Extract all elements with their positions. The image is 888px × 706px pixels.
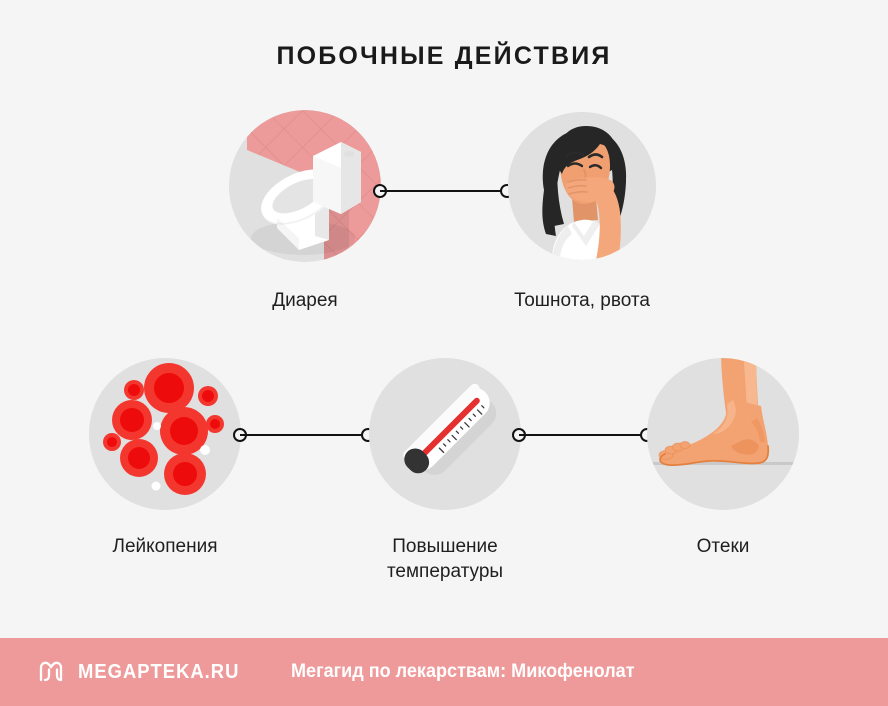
icon-circle-edema	[647, 358, 799, 510]
connector-leukopenia-to-fever	[233, 428, 375, 442]
toilet-icon	[229, 110, 381, 262]
megapteka-m-logo-icon	[36, 657, 66, 687]
connector-diarrhea-to-nausea	[373, 184, 514, 198]
page-title: ПОБОЧНЫЕ ДЕЙСТВИЯ	[276, 42, 612, 70]
icon-circle-fever	[369, 358, 521, 510]
connector-line	[519, 434, 647, 436]
connector-line	[240, 434, 368, 436]
blood-cells-icon	[89, 358, 241, 510]
caption-diarrhea: Диарея	[272, 290, 338, 311]
footer-bar: MEGAPTEKA.RU Мегагид по лекарствам: Мико…	[0, 638, 888, 706]
caption-edema: Отеки	[696, 536, 750, 557]
footer-subtitle: Мегагид по лекарствам: Микофенолат	[291, 661, 635, 682]
nauseous-woman-icon	[508, 112, 656, 260]
caption-fever: Повышение температуры	[386, 536, 504, 583]
icon-circle-leukopenia	[89, 358, 241, 510]
icon-circle-nausea-vomiting	[508, 112, 656, 260]
connector-line	[380, 190, 507, 192]
thermometer-icon	[369, 358, 521, 510]
caption-leukopenia: Лейкопения	[112, 536, 218, 557]
icon-circle-diarrhea	[229, 110, 381, 262]
connector-fever-to-edema	[512, 428, 654, 442]
red-blood-cells	[103, 363, 224, 495]
swollen-foot-icon	[647, 358, 799, 510]
caption-nausea-vomiting: Тошнота, рвота	[514, 290, 650, 311]
footer-brand-name: MEGAPTEKA.RU	[78, 660, 240, 683]
white-blood-cells	[151, 422, 210, 491]
